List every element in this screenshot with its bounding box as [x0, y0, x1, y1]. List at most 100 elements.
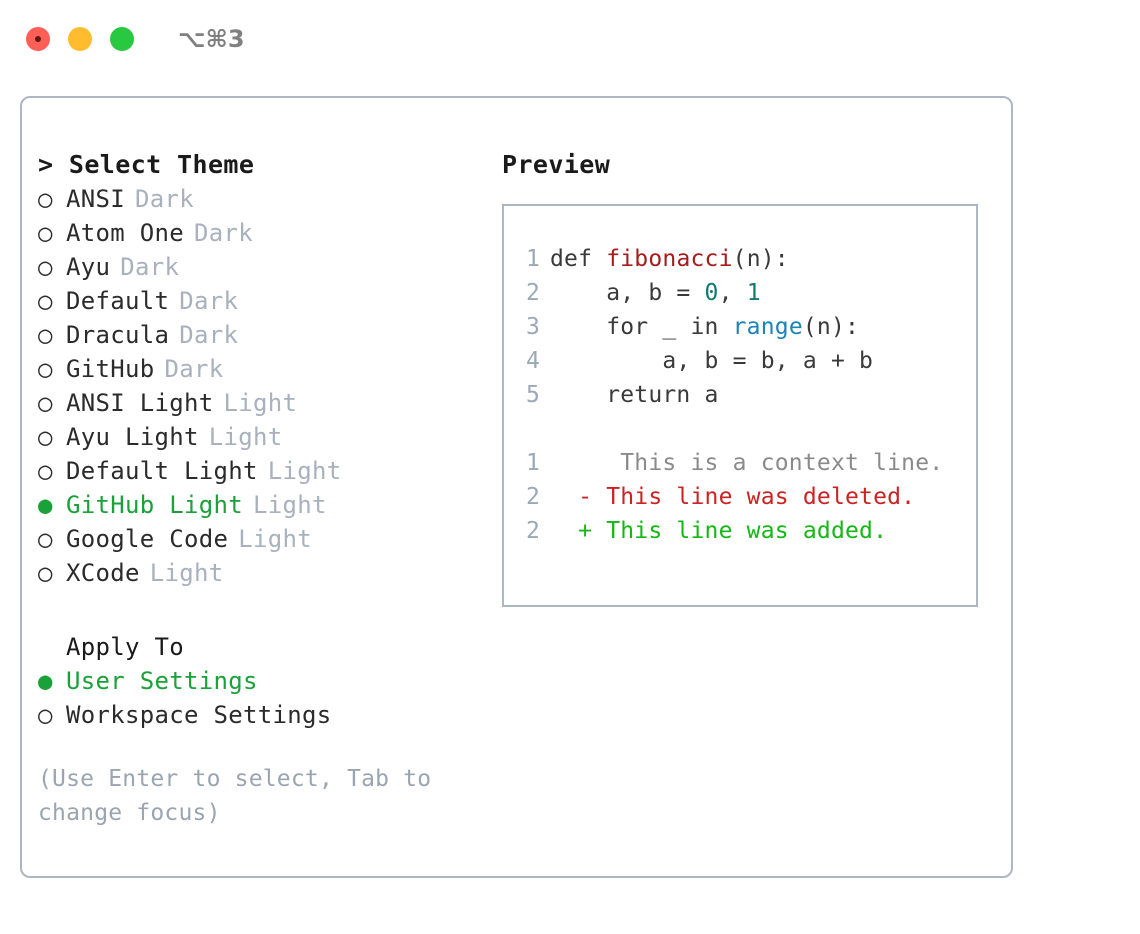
theme-name: Default Light — [66, 457, 258, 485]
apply-to-label: User Settings — [66, 667, 258, 695]
apply-to-label: Workspace Settings — [66, 701, 332, 729]
radio-unselected-icon: ○ — [38, 423, 53, 451]
theme-variant: Dark — [120, 253, 180, 281]
radio-unselected-icon: ○ — [38, 559, 53, 587]
code-text: for _ in range(n): — [550, 310, 859, 344]
radio-unselected-icon: ○ — [38, 457, 53, 485]
theme-name: GitHub — [66, 355, 155, 383]
theme-variant: Light — [208, 423, 283, 451]
zoom-button[interactable] — [110, 27, 134, 51]
theme-variant: Dark — [194, 219, 253, 247]
theme-variant: Light — [149, 559, 224, 587]
theme-name: Ayu — [66, 253, 111, 281]
line-number: 3 — [525, 314, 540, 340]
code-text: a, b = 0, 1 — [550, 276, 761, 310]
radio-unselected-icon: ○ — [38, 525, 53, 553]
theme-variant: Dark — [179, 321, 239, 349]
radio-unselected-icon: ○ — [38, 355, 53, 383]
line-number: 2 — [525, 280, 540, 306]
theme-variant: Dark — [179, 287, 239, 315]
code-token: def — [550, 246, 607, 272]
line-number: 1 — [525, 450, 540, 476]
diff-line: 2 - This line was deleted. — [504, 480, 976, 514]
theme-name: ANSI — [66, 185, 125, 213]
code-token: (n): — [732, 246, 789, 272]
radio-unselected-icon: ○ — [38, 321, 53, 349]
code-token: return a — [550, 382, 719, 408]
code-token: a, b = — [550, 280, 705, 306]
code-line: 3 for _ in range(n): — [504, 310, 976, 344]
theme-list-item[interactable]: ○ Default Light Light — [38, 454, 488, 488]
code-line: 5 return a — [504, 378, 976, 412]
theme-list-item[interactable]: ○ Ayu Light Light — [38, 420, 488, 454]
apply-to-header: Apply To — [66, 633, 184, 661]
code-text: def fibonacci(n): — [550, 242, 789, 276]
theme-name: Default — [66, 287, 170, 315]
window-controls — [26, 27, 134, 51]
code-line: 1 def fibonacci(n): — [504, 242, 976, 276]
line-number: 2 — [525, 518, 540, 544]
diff-sample: 1 This is a context line.2 - This line w… — [504, 446, 976, 548]
code-token: for _ in — [550, 314, 733, 340]
radio-selected-icon: ● — [38, 491, 53, 519]
theme-list-item[interactable]: ○ GitHub Dark — [38, 352, 488, 386]
radio-selected-icon: ● — [38, 667, 53, 695]
apply-to-item[interactable]: ○ Workspace Settings — [38, 698, 488, 732]
code-token: 1 — [746, 280, 761, 306]
theme-variant: Dark — [135, 185, 194, 213]
radio-unselected-icon: ○ — [38, 701, 53, 729]
diff-line: 1 This is a context line. — [504, 446, 976, 480]
theme-list-item[interactable]: ○ ANSI Dark — [38, 182, 488, 216]
apply-to-list: ● User Settings ○ Workspace Settings — [38, 664, 488, 732]
theme-list-item[interactable]: ○ XCode Light — [38, 556, 488, 590]
code-token: , — [718, 280, 747, 306]
line-number: 4 — [525, 348, 540, 374]
apply-to-item[interactable]: ● User Settings — [38, 664, 488, 698]
theme-variant: Light — [267, 457, 342, 485]
code-token: (n): — [802, 314, 860, 340]
line-number: 1 — [525, 246, 540, 272]
keyboard-shortcut-label: ⌥⌘3 — [178, 25, 245, 53]
theme-name: ANSI Light — [66, 389, 214, 417]
theme-variant: Light — [238, 525, 312, 553]
code-token: 0 — [704, 280, 719, 306]
radio-unselected-icon: ○ — [38, 389, 53, 417]
code-text: a, b = b, a + b — [550, 344, 873, 378]
theme-name: GitHub Light — [66, 491, 243, 519]
theme-variant: Dark — [164, 355, 224, 383]
theme-name: Atom One — [66, 219, 184, 247]
diff-text: + This line was added. — [550, 518, 888, 544]
radio-unselected-icon: ○ — [38, 219, 53, 247]
theme-list-item[interactable]: ● GitHub Light Light — [38, 488, 488, 522]
title-bar: ⌥⌘3 — [0, 0, 1140, 78]
radio-unselected-icon: ○ — [38, 185, 53, 213]
code-token: fibonacci — [606, 246, 733, 272]
diff-line: 2 + This line was added. — [504, 514, 976, 548]
theme-name: XCode — [66, 559, 140, 587]
close-button[interactable] — [26, 27, 50, 51]
code-token: a, b = b, a + b — [550, 348, 874, 374]
theme-name: Ayu Light — [66, 423, 199, 451]
select-theme-header: > Select Theme — [38, 150, 255, 179]
code-token: range — [732, 314, 803, 340]
minimize-button[interactable] — [68, 27, 92, 51]
line-number: 2 — [525, 484, 540, 510]
preview-title: Preview — [502, 150, 611, 179]
code-spacer — [504, 412, 976, 446]
keyboard-hint: (Use Enter to select, Tab to change focu… — [38, 766, 432, 826]
line-number: 5 — [525, 382, 540, 408]
code-text: return a — [550, 378, 719, 412]
theme-variant: Light — [253, 491, 327, 519]
theme-list-item[interactable]: ○ Atom One Dark — [38, 216, 488, 250]
